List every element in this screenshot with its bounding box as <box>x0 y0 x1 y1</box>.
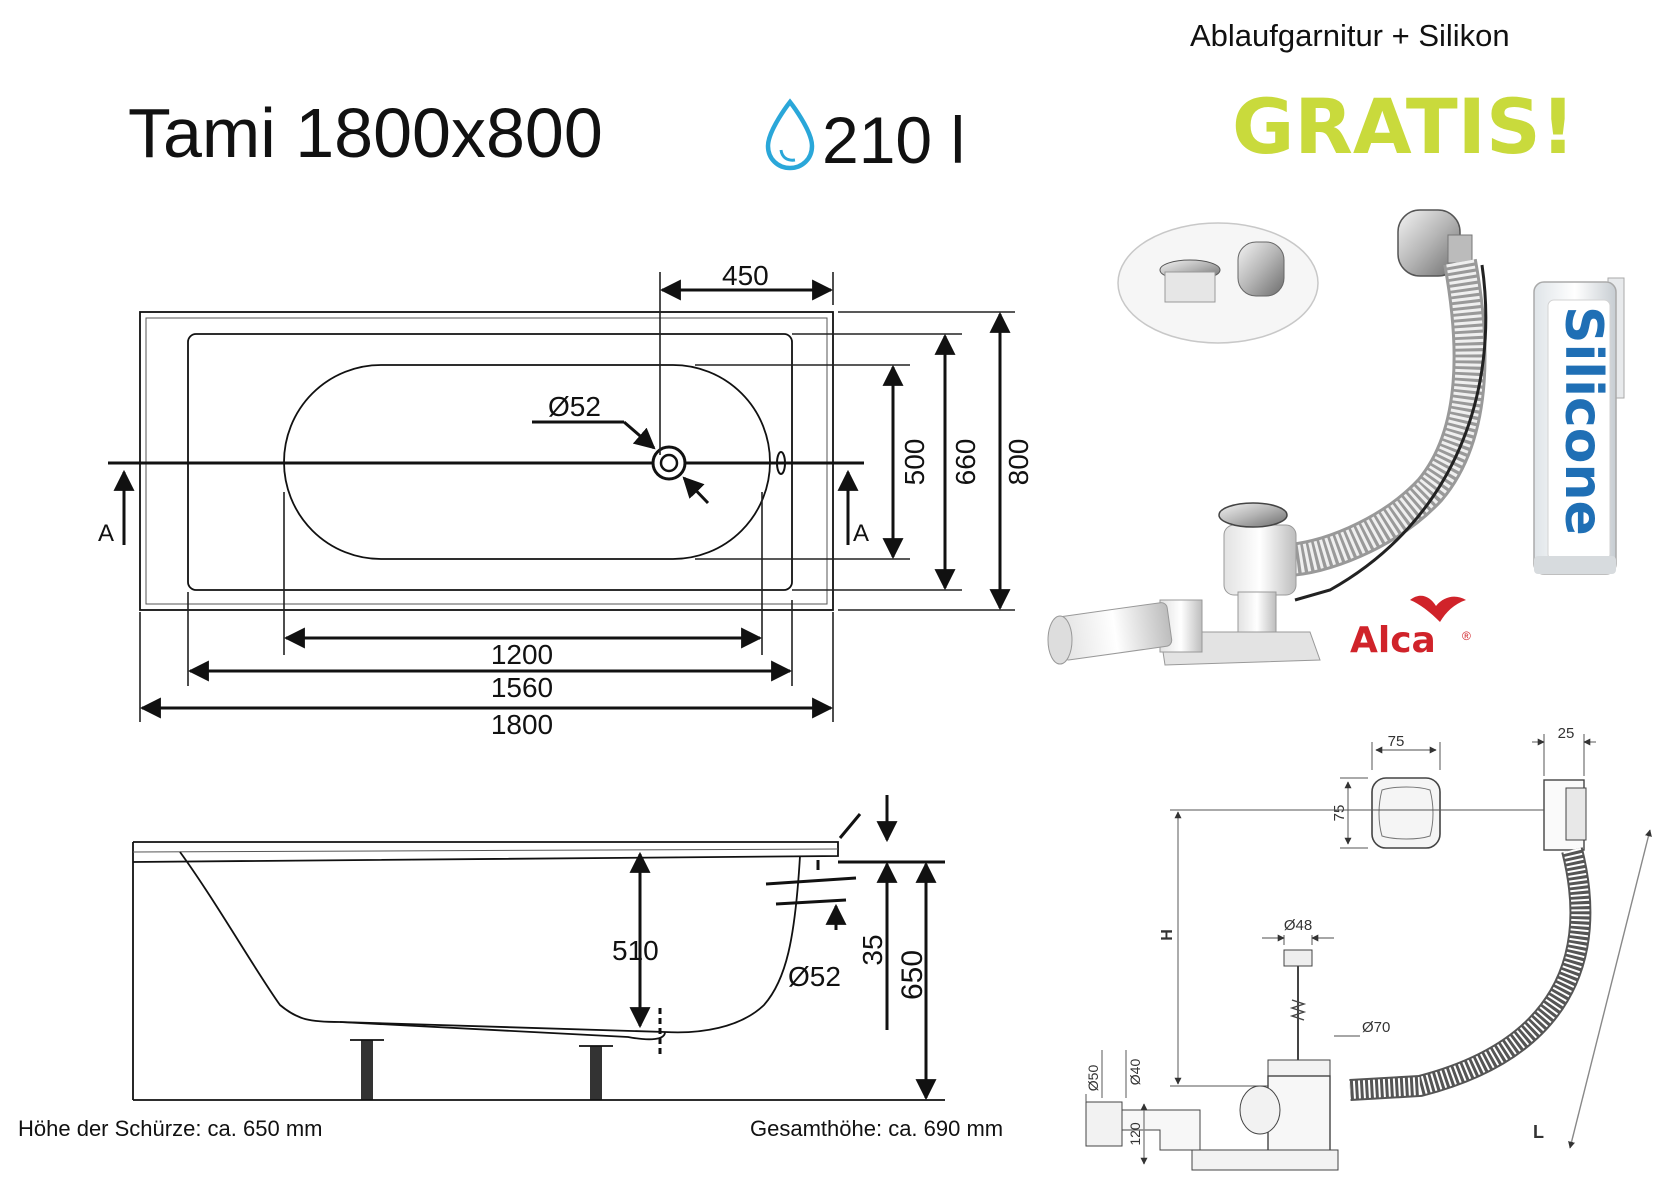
drain-set-photo: Alca ® <box>1047 209 1488 666</box>
dim-outlet-outer: Ø50 <box>1085 1065 1101 1092</box>
water-drop-icon <box>765 98 815 171</box>
dim-depth-510: 510 <box>612 935 659 966</box>
dim-plug-diameter: Ø48 <box>1284 917 1312 934</box>
dim-total-width: 800 <box>1003 439 1034 486</box>
tub-body-profile <box>179 851 801 1034</box>
section-label-left: A <box>98 520 114 547</box>
cap-front-view <box>1371 777 1441 849</box>
drain-plug <box>1218 502 1288 528</box>
tub-side-view: 510 Ø52 35 650 Höhe der Schürze: ca. 650… <box>18 795 1003 1141</box>
dim-drain-offset: 450 <box>722 260 769 291</box>
dim-height-650: 650 <box>896 950 929 1000</box>
header: Tami 1800x800 210 l Ablaufgarnitur + Sil… <box>128 18 1575 177</box>
total-height-note: Gesamthöhe: ca. 690 mm <box>750 1116 1003 1141</box>
silicone-cartridge: Silicone <box>1533 277 1625 575</box>
hose-outline <box>1349 847 1592 1101</box>
dim-overflow-diameter: Ø52 <box>788 961 841 992</box>
water-drop-shine <box>779 149 796 162</box>
tub-foot-right <box>590 1046 602 1100</box>
drain-hole <box>651 445 687 481</box>
offer-line: Ablaufgarnitur + Silikon <box>1190 18 1510 53</box>
dim-total-length: 1800 <box>491 709 553 740</box>
dim-outlet-height: 120 <box>1127 1122 1143 1146</box>
overflow-hole <box>776 451 786 475</box>
dim-flange-diameter: Ø70 <box>1362 1019 1390 1036</box>
detail-inset <box>1117 222 1319 344</box>
tub-outer-outline <box>139 311 834 611</box>
dim-inner-length: 1200 <box>491 639 553 670</box>
dim-rim-35: 35 <box>857 934 888 965</box>
alca-logo: Alca <box>1350 620 1436 661</box>
dim-cap-height: 75 <box>1331 805 1348 822</box>
dim-cap-width: 75 <box>1388 733 1405 750</box>
dim-height-h: H <box>1159 929 1176 941</box>
apron-height-note: Höhe der Schürze: ca. 650 mm <box>18 1116 322 1141</box>
model-title: Tami 1800x800 <box>128 94 603 172</box>
section-label-right: A <box>853 520 869 547</box>
offer-badge: GRATIS! <box>1232 82 1575 171</box>
tub-foot-left <box>361 1040 373 1100</box>
volume-label: 210 l <box>822 103 965 177</box>
dim-inner-depth: 500 <box>899 439 930 486</box>
tub-top-view: Ø52 450 500 660 800 A A 1200 <box>98 260 1034 740</box>
drain-technical-drawing: 75 75 25 H L Ø48 Ø70 <box>1085 725 1652 1171</box>
silicone-label: Silicone <box>1553 306 1613 536</box>
alca-logo-mark: ® <box>1462 629 1471 643</box>
dim-mid-length: 1560 <box>491 672 553 703</box>
dim-overflow-depth: 25 <box>1558 725 1575 742</box>
dim-outlet-inner: Ø40 <box>1127 1059 1143 1086</box>
dim-inner-width: 660 <box>950 439 981 486</box>
alca-bird-icon <box>1410 595 1466 622</box>
bowden-cable <box>1294 264 1488 602</box>
dim-length-l: L <box>1533 1122 1544 1142</box>
dim-drain-diameter: Ø52 <box>548 391 601 422</box>
